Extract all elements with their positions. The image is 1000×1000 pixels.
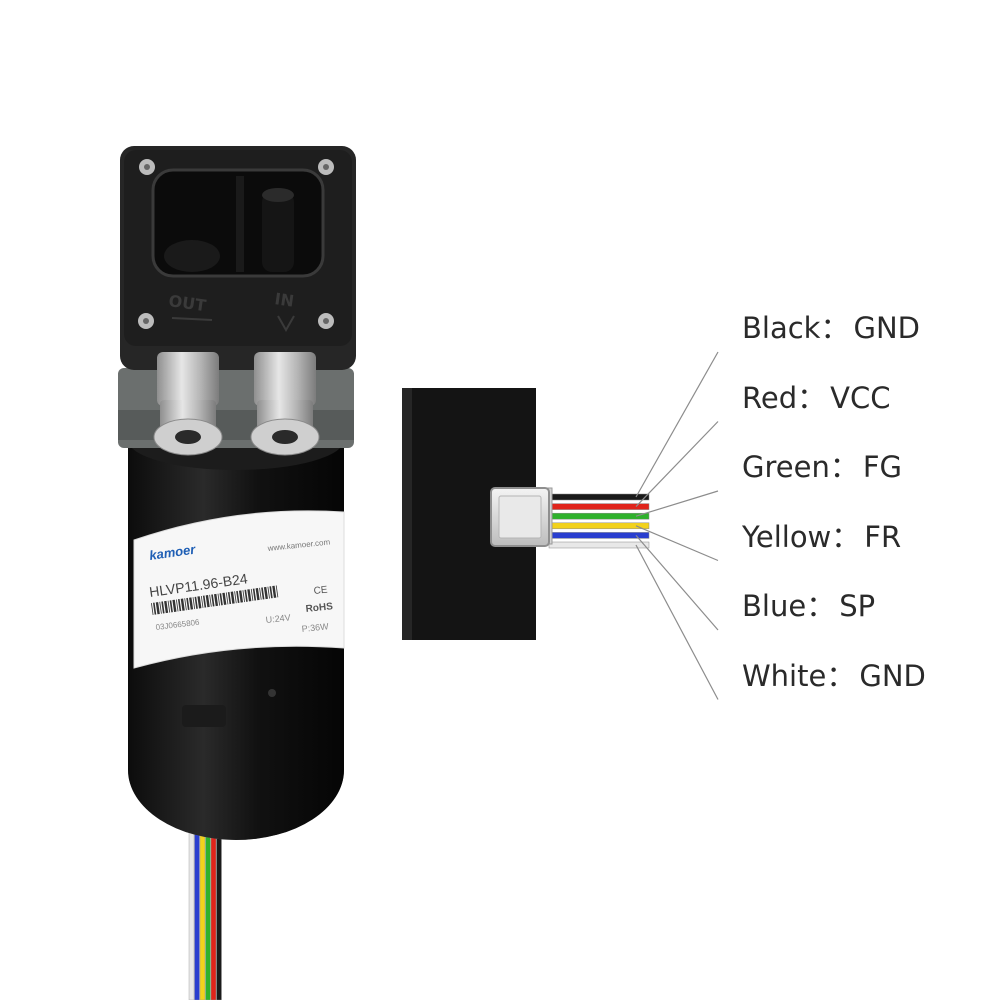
inner-piston-left [164, 240, 220, 272]
inner-divider [236, 176, 244, 272]
wire-function: FG [862, 450, 902, 484]
voltage-rating: U:24V [265, 612, 291, 625]
screw-icon [138, 313, 154, 329]
screw-hole [268, 689, 276, 697]
in-arrow-icon [277, 315, 295, 333]
leader-line-white [635, 544, 719, 700]
pump: kamoer www.kamoer.com HLVP11.96-B24 03J0… [118, 146, 356, 1000]
motor-label-band [133, 510, 345, 669]
connector-wire-yellow [548, 522, 650, 530]
connector-wire-green [548, 512, 650, 520]
wire-function: GND [853, 311, 920, 345]
wire-color-name: Red [742, 380, 798, 415]
ce-mark: CE [313, 585, 328, 597]
barcode [151, 585, 279, 615]
screw-icon [139, 159, 155, 175]
wire-separator: ： [797, 380, 827, 415]
wire-separator: ： [831, 519, 861, 554]
connector-plug-face [498, 495, 542, 539]
power-rating: P:36W [301, 621, 329, 634]
wire-function: VCC [830, 380, 891, 415]
connector-wire-blue [548, 532, 650, 539]
wire-color-name: Yellow [742, 519, 832, 554]
wire-label-blue: Blue：SP [742, 588, 875, 624]
leader-line-blue [635, 535, 719, 631]
wire-function: SP [839, 589, 876, 623]
wire-label-white: White：GND [742, 658, 926, 694]
inner-piston-right [262, 192, 294, 272]
connector-wire-black [548, 493, 650, 501]
leader-line-red [635, 421, 719, 508]
wire-color-name: Black [742, 311, 821, 345]
in-port-label: IN [273, 289, 295, 311]
leader-line-black [635, 351, 719, 498]
wire-color-name: Blue [742, 589, 807, 623]
wire-label-green: Green：FG [742, 449, 902, 485]
wire-function: FR [864, 519, 902, 554]
cable-slot [182, 705, 226, 727]
screw-icon [318, 313, 334, 329]
connector-closeup [402, 351, 719, 700]
motor-cross-section-edge [402, 388, 412, 640]
leader-line-yellow [635, 525, 719, 562]
leader-lines [635, 351, 719, 700]
screw-icon [318, 159, 334, 175]
wire-label-black: Black：GND [742, 310, 920, 346]
out-arrow-icon [171, 317, 213, 321]
wire-label-red: Red：VCC [742, 380, 890, 416]
wire-color-name: White [742, 658, 827, 693]
wire-color-name: Green [742, 450, 830, 484]
connector-wires [548, 493, 650, 549]
wire-separator: ： [826, 658, 856, 693]
in-fitting [250, 352, 320, 456]
leader-line-green [635, 490, 719, 517]
brand-logo: kamoer [148, 542, 197, 563]
wire-label-yellow: Yellow：FR [742, 519, 901, 555]
inner-piston-right-top [262, 188, 294, 202]
wire-function: GND [859, 658, 926, 693]
connector-wire-white [548, 541, 650, 549]
wire-separator: ： [806, 589, 836, 623]
wire-separator: ： [829, 450, 859, 484]
wire-separator: ： [820, 311, 850, 345]
connector-wire-red [548, 503, 650, 510]
out-fitting [153, 352, 223, 456]
rohs-mark: RoHS [305, 601, 334, 615]
